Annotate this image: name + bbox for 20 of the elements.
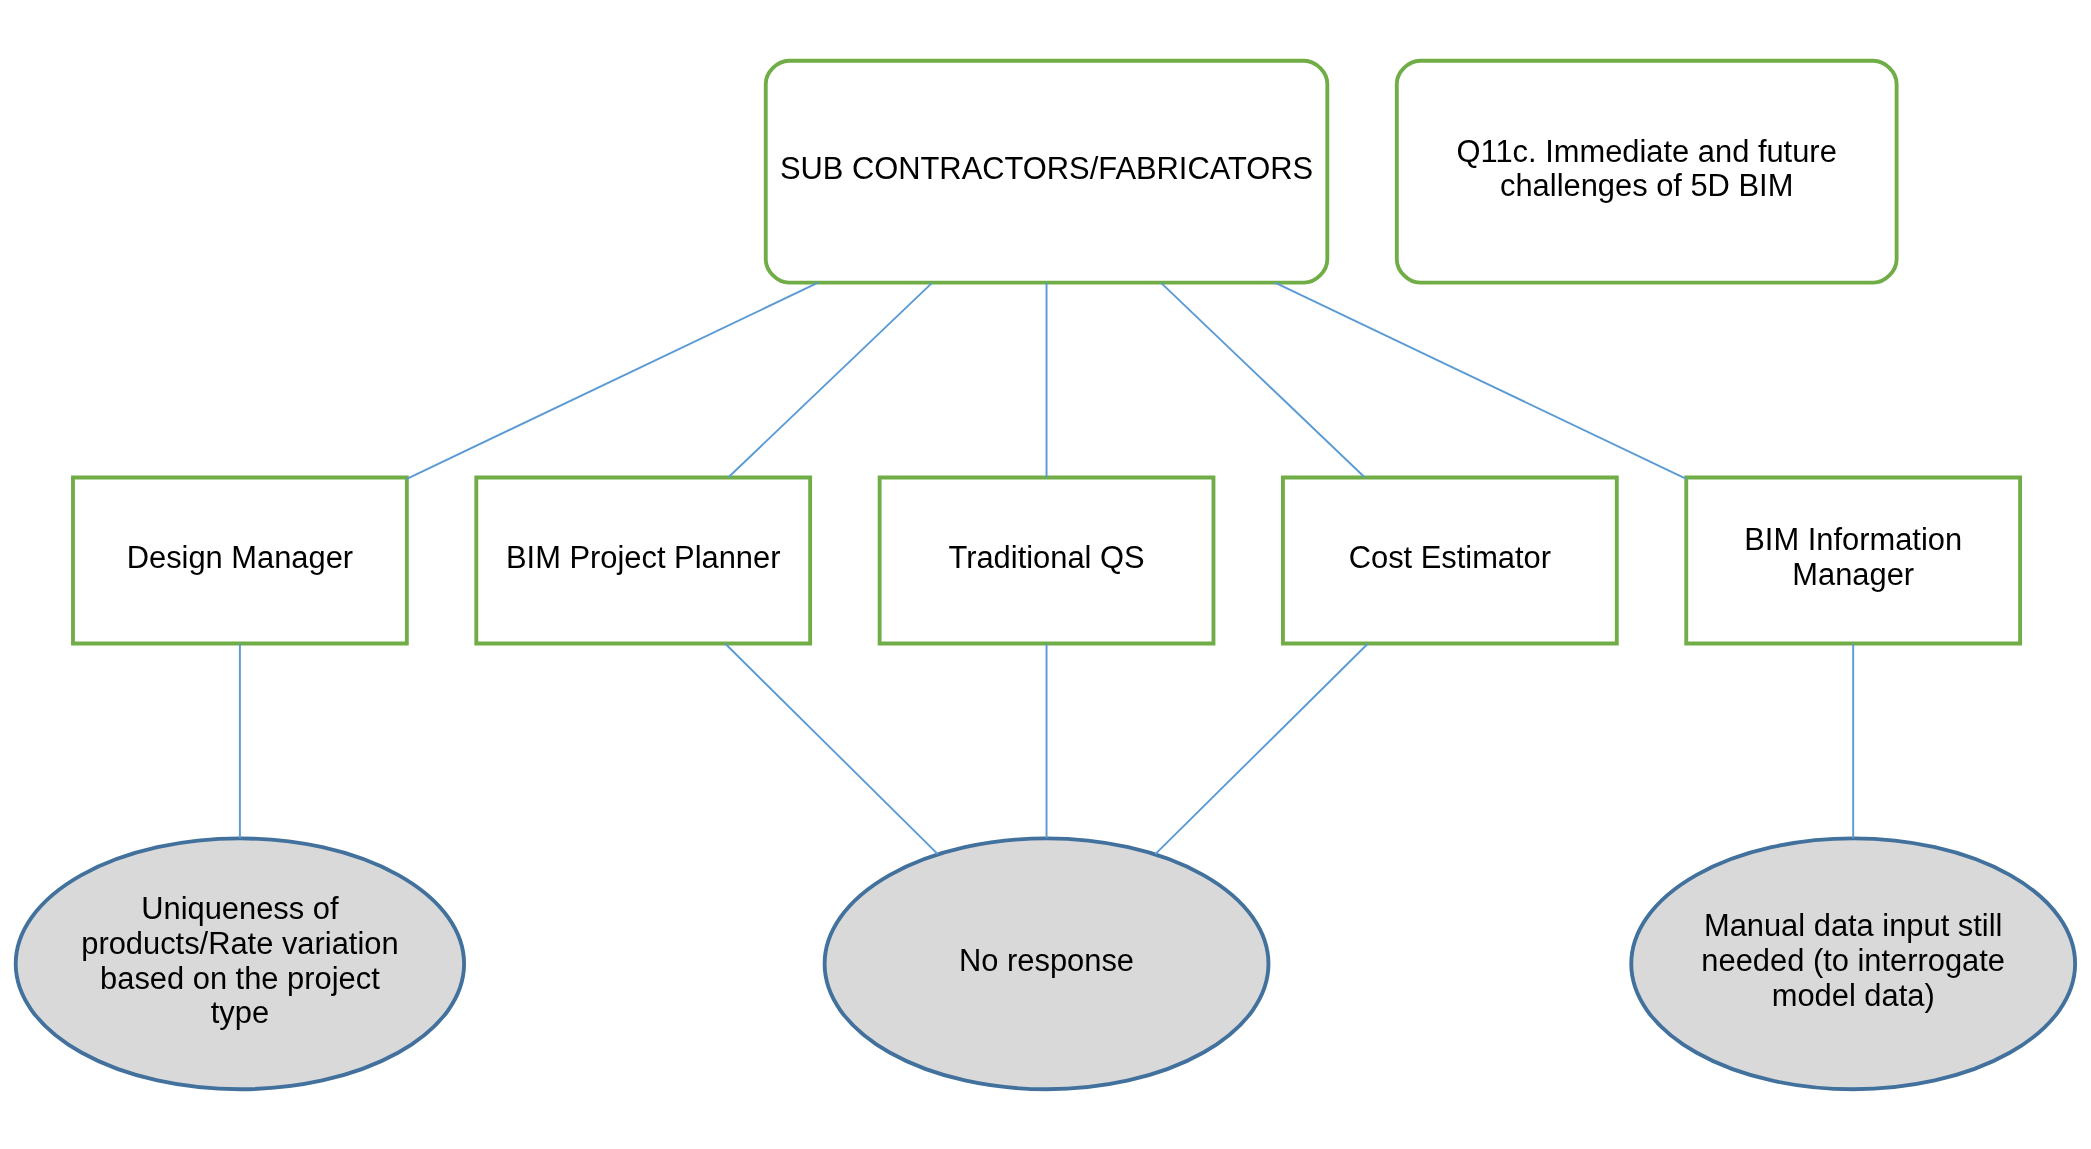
node-box: BIM Project Planner — [474, 475, 813, 645]
node-box: Traditional QS — [877, 475, 1216, 645]
node-ellipse: Uniqueness of products/Rate variation based on the project type — [13, 836, 466, 1091]
node-box: Design Manager — [71, 475, 409, 645]
connector — [724, 642, 939, 855]
connector — [727, 281, 933, 478]
connector — [238, 642, 241, 839]
node-box: SUB CONTRACTORS/FABRICATORS — [763, 58, 1330, 285]
connector — [1852, 642, 1855, 839]
connector — [1045, 642, 1048, 839]
node-box: BIM Information Manager — [1684, 475, 2023, 645]
connector — [405, 281, 820, 480]
connector — [1154, 642, 1369, 855]
node-ellipse: Manual data input still needed (to interrogate model data) — [1629, 836, 2078, 1091]
connector — [1274, 281, 1688, 480]
node-box: Cost Estimator — [1281, 475, 1619, 645]
connector — [1045, 281, 1048, 478]
node-box: Q11c. Immediate and future challenges of 5D BIM — [1394, 58, 1899, 285]
node-ellipse: No response — [822, 836, 1271, 1091]
connector — [1160, 281, 1366, 478]
